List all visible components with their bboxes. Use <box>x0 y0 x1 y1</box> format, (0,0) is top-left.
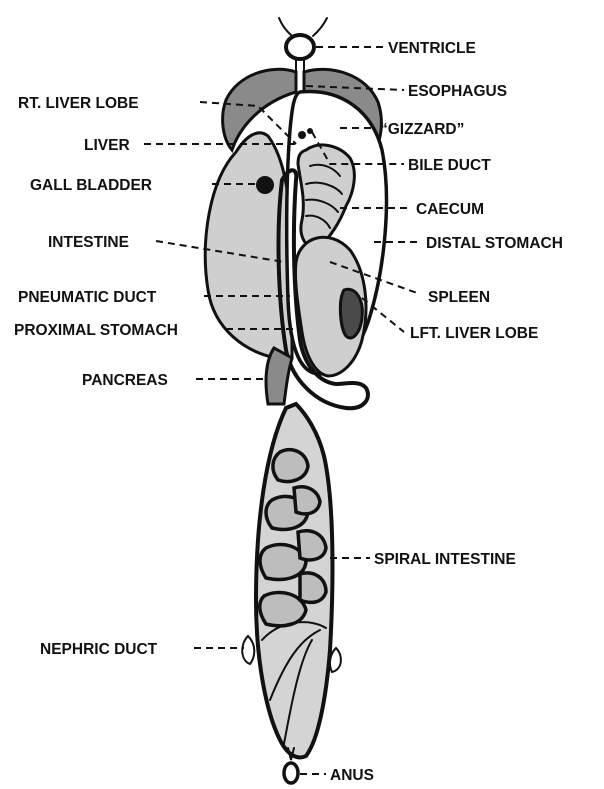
label-pancreas: PANCREAS <box>82 372 168 389</box>
spiral-segment <box>300 573 326 602</box>
label-rt-liver-lobe: RT. LIVER LOBE <box>18 95 139 112</box>
label-gall-bladder: GALL BLADDER <box>30 177 152 194</box>
nephric-duct-left <box>242 636 254 664</box>
pancreas <box>266 348 292 404</box>
label-liver: LIVER <box>84 137 130 154</box>
label-lft-liver-lobe: LFT. LIVER LOBE <box>410 325 538 342</box>
spiral-segment <box>298 531 326 560</box>
vessel-left <box>279 18 292 36</box>
label-bile-duct: BILE DUCT <box>408 157 491 174</box>
spleen <box>340 289 362 338</box>
gall-bladder <box>256 176 274 194</box>
label-esophagus: ESOPHAGUS <box>408 83 507 100</box>
label-pneumatic-duct: PNEUMATIC DUCT <box>18 289 157 306</box>
label-ventricle: VENTRICLE <box>388 40 476 57</box>
spiral-segment <box>294 487 320 514</box>
label-gizzard: “GIZZARD” <box>380 121 464 138</box>
anus <box>284 763 298 783</box>
label-spleen: SPLEEN <box>428 289 490 306</box>
label-caecum: CAECUM <box>416 201 484 218</box>
label-distal-stomach: DISTAL STOMACH <box>426 235 563 252</box>
label-nephric-duct: NEPHRIC DUCT <box>40 641 158 658</box>
label-intestine: INTESTINE <box>48 234 129 251</box>
vessel-right <box>313 18 327 36</box>
bile-duct-dot <box>298 131 306 139</box>
label-anus: ANUS <box>330 767 374 784</box>
label-spiral-intestine: SPIRAL INTESTINE <box>374 551 516 568</box>
spiral-segment <box>273 450 308 482</box>
ventricle <box>286 35 314 59</box>
label-proximal-stomach: PROXIMAL STOMACH <box>14 322 178 339</box>
